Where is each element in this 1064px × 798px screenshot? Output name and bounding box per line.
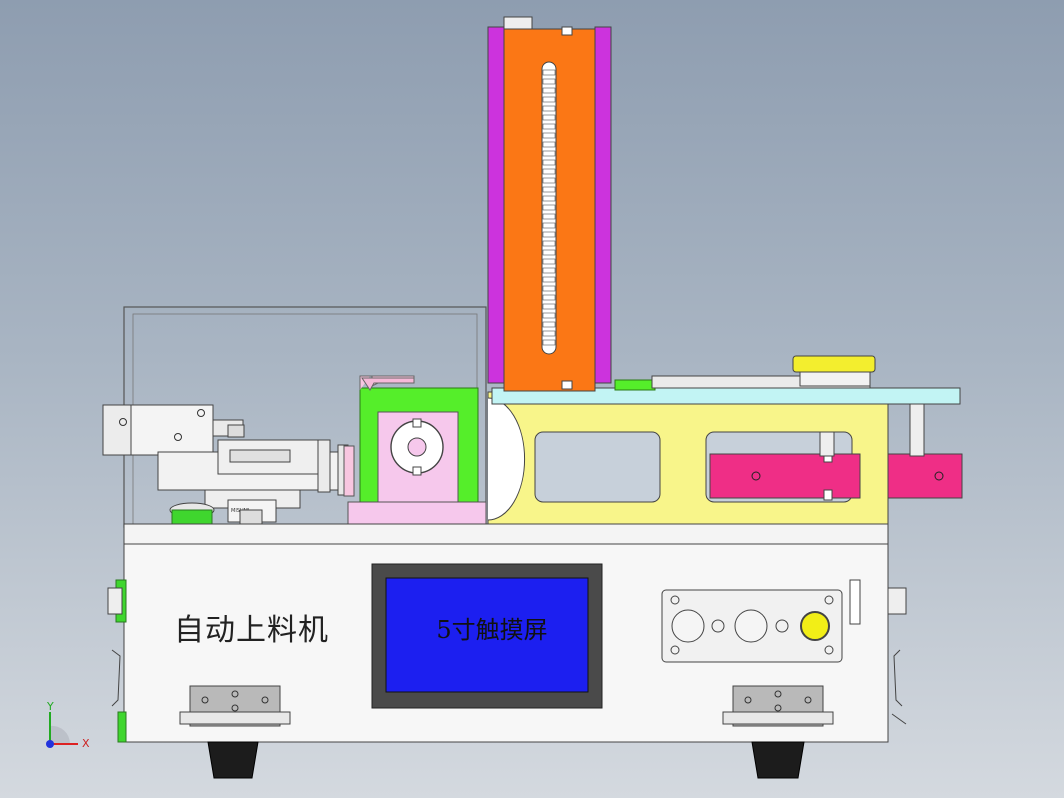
pink-slider [709, 403, 963, 501]
axis-x-label: X [82, 737, 90, 750]
right-hinge [722, 685, 834, 727]
magazine-tooth [542, 240, 556, 247]
pink-hook [359, 375, 415, 391]
magazine-tooth [542, 186, 556, 193]
magazine-tooth [542, 330, 556, 337]
axis-y-label: Y [47, 700, 54, 713]
magazine-tooth [542, 132, 556, 139]
magazine-tooth [542, 177, 556, 184]
coordinate-triad [46, 712, 78, 748]
magazine-tooth [542, 249, 556, 256]
left-side-hardware [107, 579, 127, 743]
magazine-tooth [542, 285, 556, 292]
magazine-tooth [542, 78, 556, 85]
magazine-tooth [542, 195, 556, 202]
magazine-tooth [542, 114, 556, 121]
magazine-tooth [542, 159, 556, 166]
machine-name-label: 自动上料机 [174, 613, 329, 648]
magazine-tooth [542, 96, 556, 103]
green-bracket [359, 387, 479, 509]
touchscreen [371, 563, 603, 709]
magazine-column [487, 16, 612, 392]
left-foot [207, 741, 259, 779]
top-rail [651, 355, 876, 389]
green-sensor [169, 502, 215, 525]
magazine-tooth [542, 69, 556, 76]
magazine-tooth [542, 105, 556, 112]
magazine-tooth [542, 312, 556, 319]
magazine-tooth [542, 258, 556, 265]
magazine-tooth [542, 123, 556, 130]
magazine-slot-teeth [542, 69, 556, 346]
magazine-tooth [542, 321, 556, 328]
green-shim [614, 379, 656, 391]
magazine-tooth [542, 276, 556, 283]
touchscreen-label: 5寸触摸屏 [436, 616, 548, 644]
magazine-tooth [542, 168, 556, 175]
left-hinge [179, 685, 291, 727]
button-panel [661, 579, 861, 663]
magazine-tooth [542, 294, 556, 301]
magazine-tooth [542, 87, 556, 94]
right-foot [751, 741, 805, 779]
magazine-tooth [542, 303, 556, 310]
magazine-tooth [542, 339, 556, 346]
magazine-tooth [542, 222, 556, 229]
magazine-tooth [542, 213, 556, 220]
magazine-tooth [542, 150, 556, 157]
magazine-tooth [542, 204, 556, 211]
right-side-hardware [887, 587, 907, 725]
magazine-tooth [542, 267, 556, 274]
magazine-tooth [542, 141, 556, 148]
left-cylinder-assembly: MISUMI [102, 404, 349, 525]
start-button [800, 611, 830, 641]
magazine-tooth [542, 231, 556, 238]
pink-block [343, 445, 487, 527]
